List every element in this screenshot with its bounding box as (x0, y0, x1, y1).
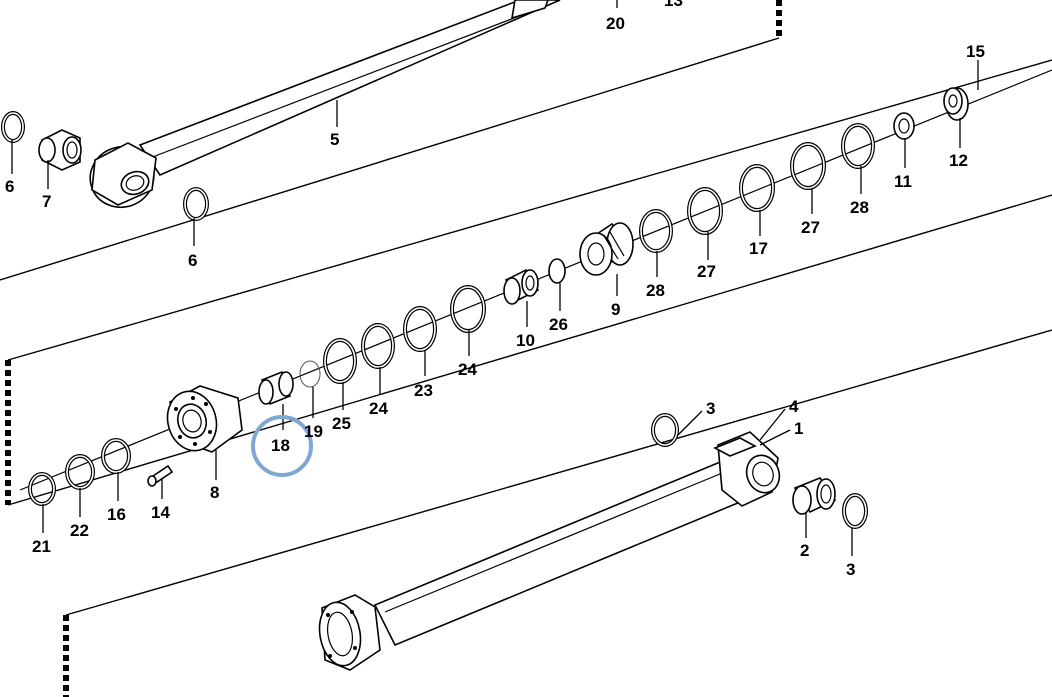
callout-9: 9 (611, 300, 620, 319)
seal-ring-6a (1, 111, 25, 143)
bushing-18 (258, 370, 294, 406)
callout-7: 7 (42, 192, 51, 211)
washer-11 (893, 112, 915, 140)
seal-28a (639, 209, 673, 253)
screw-14 (147, 464, 174, 487)
callout-11: 11 (894, 172, 912, 191)
seal-27b (790, 142, 826, 190)
callout-14: 14 (151, 503, 170, 522)
seal-24a (361, 323, 395, 369)
callout-12: 12 (949, 151, 968, 170)
seal-23 (403, 306, 437, 352)
nut-12 (943, 87, 969, 121)
cylinder-head-8 (166, 385, 243, 453)
callout-24b: 24 (369, 399, 388, 418)
callout-18: 18 (271, 436, 290, 455)
piston-rod (89, 0, 561, 209)
spacer-10 (503, 268, 540, 305)
callout-16: 16 (107, 505, 126, 524)
bushing-2 (792, 477, 837, 515)
seal-ring-3b (842, 493, 868, 529)
seal-24b (450, 285, 486, 333)
callout-8: 8 (210, 483, 219, 502)
callout-3b: 3 (846, 560, 855, 579)
callout-26: 26 (549, 315, 568, 334)
callout-17: 17 (749, 239, 768, 258)
seal-ring-6b (183, 187, 209, 221)
callout-5: 5 (330, 130, 339, 149)
callout-24a: 24 (458, 360, 477, 379)
seal-28b (841, 123, 875, 169)
retaining-ring-21 (28, 472, 56, 506)
seal-ring-3a (651, 413, 679, 447)
callout-13: 13 (664, 0, 683, 10)
callout-19: 19 (304, 422, 323, 441)
piston-9 (579, 222, 634, 276)
callout-28b: 28 (646, 281, 665, 300)
callout-1: 1 (794, 419, 803, 438)
cylinder-tube (318, 431, 781, 671)
callout-27b: 27 (801, 218, 820, 237)
callout-27a: 27 (697, 262, 716, 281)
seal-27a (687, 187, 723, 235)
callout-25: 25 (332, 414, 351, 433)
bushing-7 (38, 129, 82, 171)
ring-26 (548, 258, 566, 284)
callout-23: 23 (414, 381, 433, 400)
callout-4: 4 (789, 397, 799, 416)
callout-28a: 28 (850, 198, 869, 217)
callout-6b: 6 (188, 251, 197, 270)
leader-lines (11, 0, 979, 556)
seal-16 (101, 438, 131, 474)
highlight-circle (251, 415, 313, 477)
callout-22: 22 (70, 521, 89, 540)
seal-25 (323, 338, 357, 384)
callout-20: 20 (606, 14, 625, 33)
callout-3a: 3 (706, 399, 715, 418)
callout-15: 15 (966, 42, 985, 61)
callout-6a: 6 (5, 177, 14, 196)
callout-21: 21 (32, 537, 51, 556)
callout-2: 2 (800, 541, 809, 560)
callout-10: 10 (516, 331, 535, 350)
ring-19 (299, 360, 321, 388)
seal-17 (739, 164, 775, 212)
callout-labels: 20 13 5 15 6 7 6 12 11 28 27 17 27 28 9 … (5, 0, 985, 579)
